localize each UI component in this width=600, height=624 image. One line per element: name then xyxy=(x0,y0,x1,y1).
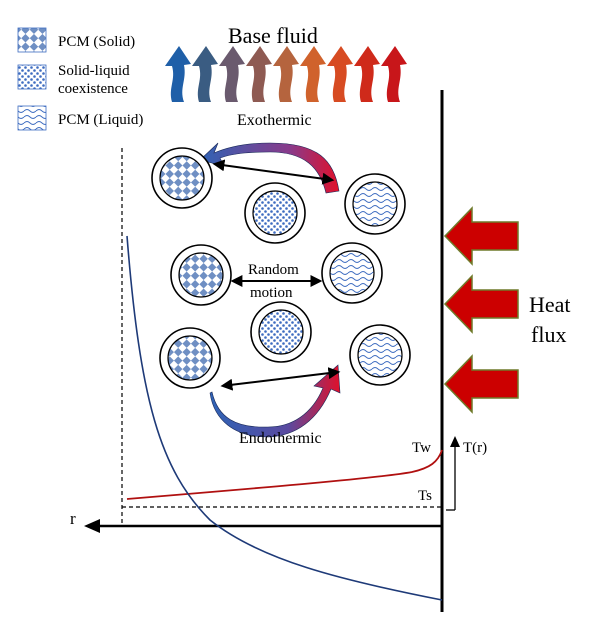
legend-item-solid: PCM (Solid) xyxy=(17,27,135,53)
base-fluid-arrow xyxy=(246,46,272,102)
base-fluid-arrow xyxy=(300,46,326,102)
random-motion-label-line1: Random xyxy=(248,262,299,278)
solid-swatch xyxy=(17,27,47,53)
base-fluid-arrow xyxy=(192,46,218,102)
liquid-swatch xyxy=(17,105,47,131)
legend-item-coexistence: Solid-liquid coexistence xyxy=(17,63,130,97)
ts-label: Ts xyxy=(418,488,432,504)
endothermic-label: Endothermic xyxy=(239,430,322,447)
base-fluid-title: Base fluid xyxy=(228,23,318,48)
legend-label-coexistence-line2: coexistence xyxy=(58,81,128,97)
velocity-curve xyxy=(126,235,443,601)
temperature-curve xyxy=(126,449,443,500)
transition-arrow-top xyxy=(212,159,335,185)
legend-label-coexistence-line1: Solid-liquid xyxy=(58,63,130,79)
base-fluid-arrow xyxy=(354,46,380,102)
particle-coexistence-bottom-center xyxy=(250,301,312,363)
transition-arrow-bottom xyxy=(220,367,341,391)
coexistence-swatch xyxy=(17,64,47,90)
exothermic-label: Exothermic xyxy=(237,112,312,129)
particle-solid-middle-left xyxy=(170,244,232,306)
base-fluid-arrow xyxy=(327,46,353,102)
t-axis-label: T(r) xyxy=(463,440,487,456)
particle-liquid-bottom-right xyxy=(349,324,411,386)
particle-liquid-top-right xyxy=(344,173,406,235)
particle-solid-top-left xyxy=(151,147,213,209)
r-axis-arrowhead xyxy=(84,519,100,533)
base-fluid-arrows xyxy=(165,46,407,102)
endothermic-arc xyxy=(209,364,341,438)
base-fluid-arrow xyxy=(219,46,245,102)
r-axis-label: r xyxy=(70,509,76,528)
heat-flux-arrow-3 xyxy=(443,354,519,414)
heat-flux-arrow-2 xyxy=(443,274,519,334)
heat-flux-arrow-1 xyxy=(443,206,519,266)
particle-solid-bottom-left xyxy=(159,327,221,389)
legend-item-liquid: PCM (Liquid) xyxy=(17,105,143,131)
random-motion-label-line2: motion xyxy=(250,285,293,301)
base-fluid-arrow xyxy=(165,46,191,102)
legend-label-solid: PCM (Solid) xyxy=(58,34,135,50)
tw-label: Tw xyxy=(412,440,431,456)
t-axis-arrowhead xyxy=(450,436,460,447)
particle-coexistence-top-center xyxy=(244,182,306,244)
heat-flux-label-line2: flux xyxy=(531,322,566,347)
heat-flux-label-line1: Heat xyxy=(529,292,571,317)
heat-flux-arrows xyxy=(443,206,519,414)
base-fluid-arrow xyxy=(273,46,299,102)
legend: PCM (Solid) Solid-liquid coexistence PCM… xyxy=(17,27,143,131)
legend-label-liquid: PCM (Liquid) xyxy=(58,112,143,128)
particle-liquid-middle-right xyxy=(321,242,383,304)
base-fluid-arrow xyxy=(381,46,407,102)
